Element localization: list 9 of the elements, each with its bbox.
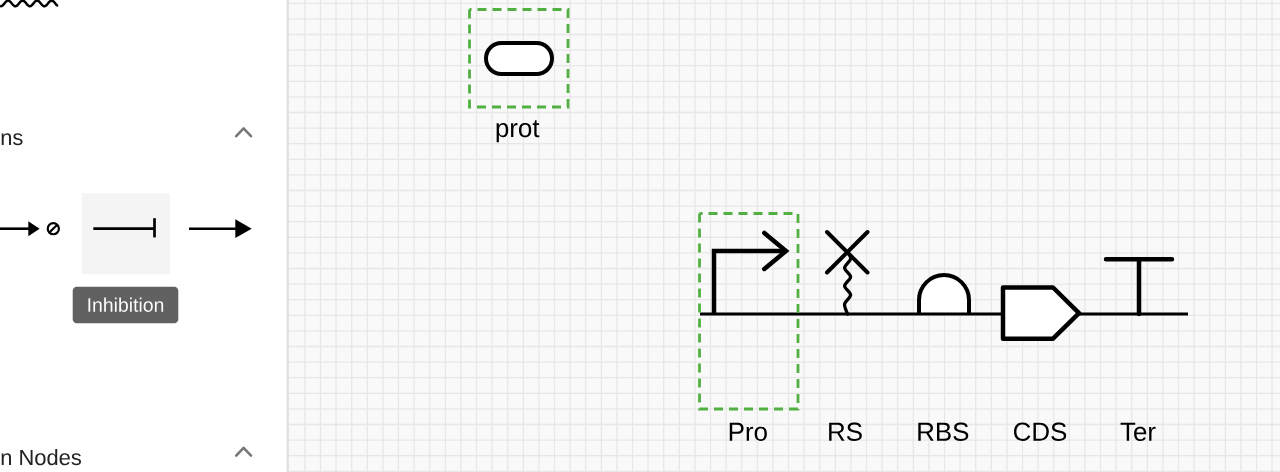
part-label: Ter [1120, 422, 1156, 441]
section-heading: n Nodes [1, 449, 81, 466]
part-label: RS [829, 422, 862, 441]
part-label: CDS [1013, 422, 1067, 441]
node-label: prot [496, 120, 540, 143]
section-heading: ns [1, 133, 23, 146]
part-label: Pro [729, 422, 767, 441]
tooltip: Inhibition [72, 286, 179, 324]
part-label: RBS [918, 422, 969, 441]
